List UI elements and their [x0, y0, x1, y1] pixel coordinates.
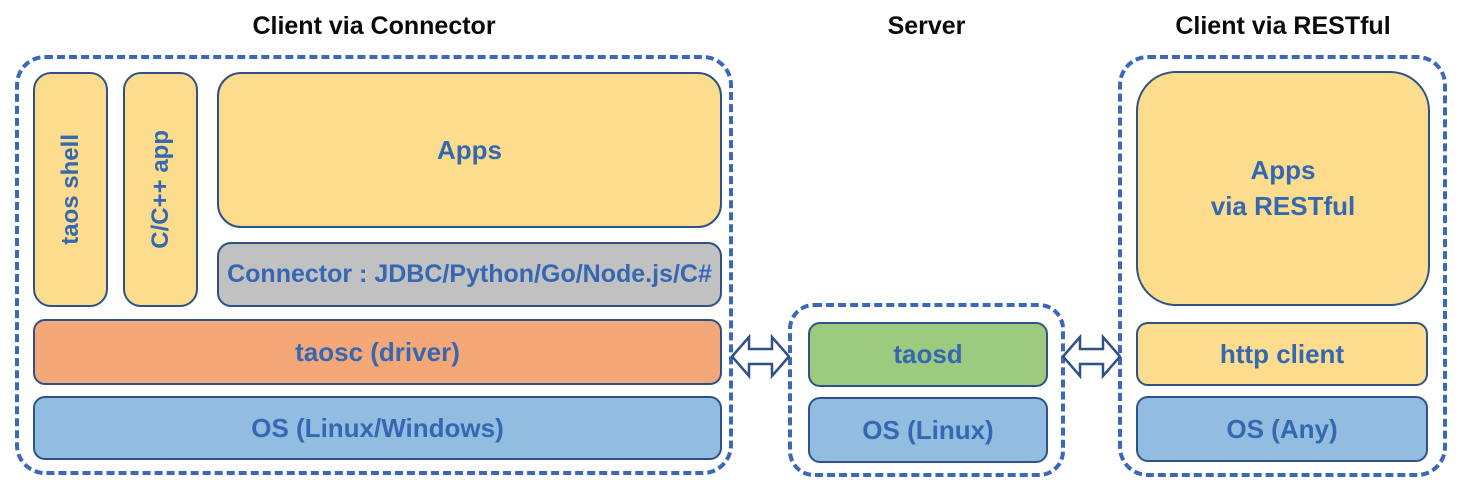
box-os-linux: OS (Linux) — [808, 397, 1048, 463]
bidirectional-arrow-icon — [1062, 334, 1121, 379]
box-taosd: taosd — [808, 322, 1048, 387]
box-c-cpp-app: C/C++ app — [123, 72, 198, 307]
group-client-restful — [1118, 55, 1447, 477]
box-os-any: OS (Any) — [1136, 396, 1428, 462]
taos-shell-label: taos shell — [56, 134, 84, 245]
apps-via-restful-label: Apps via RESTful — [1210, 155, 1356, 221]
http-client-label: http client — [1219, 338, 1345, 369]
box-connector: Connector : JDBC/Python/Go/Node.js/C# — [217, 242, 722, 307]
box-apps: Apps — [217, 72, 722, 228]
box-os-linux-windows: OS (Linux/Windows) — [33, 396, 722, 460]
os-linux-windows-label: OS (Linux/Windows) — [251, 412, 504, 443]
group-server — [788, 303, 1065, 477]
taosc-driver-label: taosc (driver) — [295, 336, 460, 367]
section-title-server: Server — [887, 12, 966, 40]
section-title-client-connector: Client via Connector — [252, 12, 496, 40]
box-apps-via-restful: Apps via RESTful — [1136, 71, 1430, 306]
connector-label: Connector : JDBC/Python/Go/Node.js/C# — [227, 260, 712, 288]
os-any-label: OS (Any) — [1226, 413, 1338, 444]
apps-label: Apps — [437, 134, 502, 165]
group-client-connector — [15, 55, 733, 475]
bidirectional-arrow-icon — [731, 334, 790, 379]
section-title-client-restful: Client via RESTful — [1175, 12, 1391, 40]
box-taosc-driver: taosc (driver) — [33, 319, 722, 385]
c-cpp-app-label: C/C++ app — [146, 130, 174, 249]
os-linux-label: OS (Linux) — [862, 414, 994, 445]
taosd-label: taosd — [893, 339, 963, 369]
box-taos-shell: taos shell — [33, 72, 108, 307]
box-http-client: http client — [1136, 322, 1428, 386]
